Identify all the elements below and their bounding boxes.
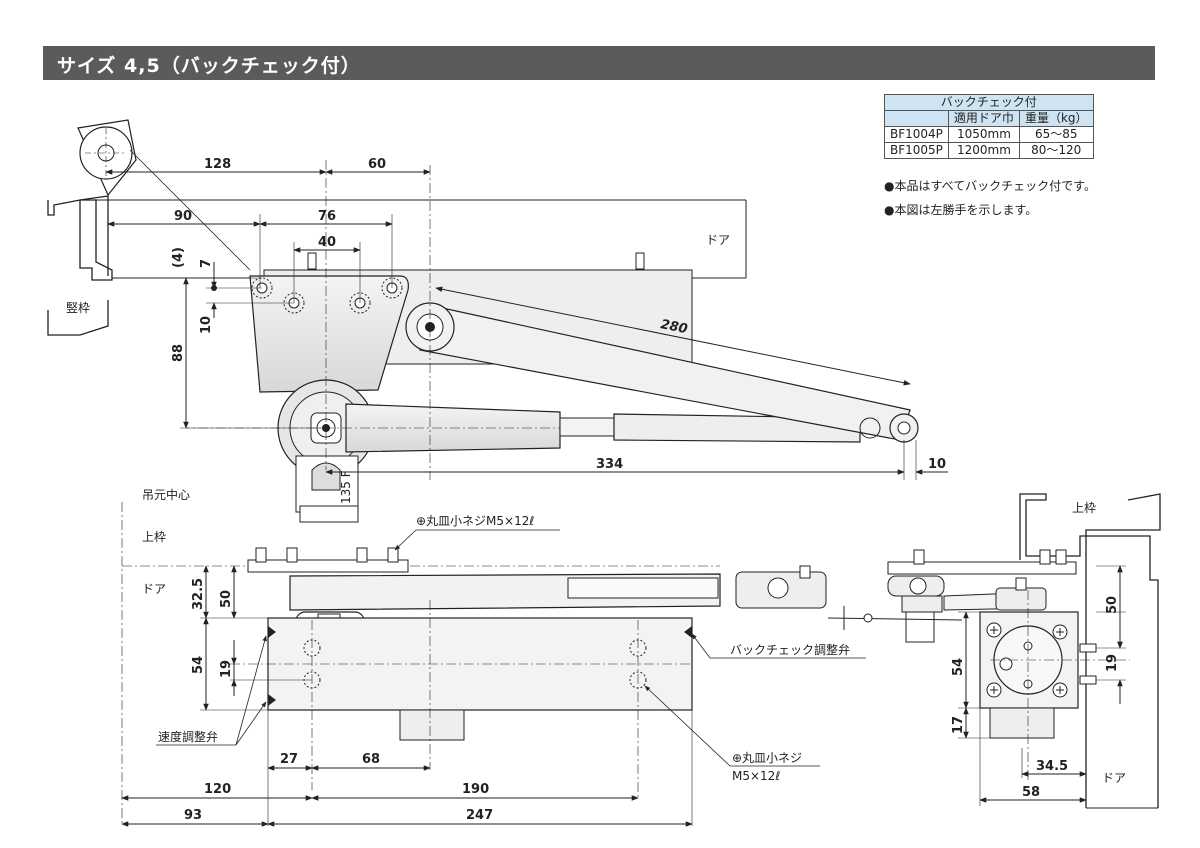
dim-label: 88 [171, 344, 186, 362]
dim-front-vertical: 32.5 50 54 19 [191, 565, 237, 711]
dim-128-60: 128 60 [105, 157, 431, 175]
arm-rod [559, 417, 615, 437]
side-view: 上枠 ドア [827, 493, 1161, 809]
section-title: サイズ 4,5（バックチェック付） [57, 55, 361, 77]
table-row: BF1005P 1200mm 80〜120 [884, 142, 1094, 159]
dim-label: 50 [1105, 596, 1120, 614]
table-row: BF1004P 1050mm 65〜85 [884, 126, 1094, 143]
bullet-icon: ● [884, 203, 895, 217]
door-label: ドア [1102, 771, 1126, 785]
dim-front-horizontal: 27 68 120 190 93 247 [121, 752, 693, 827]
spec-table: バックチェック付 適用ドア巾 重量（kg） BF1004P 1050mm 65〜… [884, 94, 1094, 159]
dim-label: 90 [174, 209, 192, 224]
vertical-frame [47, 199, 113, 336]
speed-valve-label: 速度調整弁 [158, 729, 218, 744]
dim-label: 76 [318, 209, 336, 224]
dim-label: 10 [199, 316, 214, 334]
dim-label: 190 [462, 782, 489, 797]
dim-label: 19 [219, 660, 234, 678]
door-label: ドア [706, 233, 730, 247]
dim-side: 50 19 54 17 34.5 58 [951, 565, 1126, 806]
body-bottom-block [399, 709, 465, 741]
weight-cell: 80〜120 [1018, 142, 1094, 159]
dim-label: 120 [204, 782, 231, 797]
dim-label: 54 [951, 658, 966, 676]
spec-table-title: バックチェック付 [884, 94, 1094, 111]
note-2: ●本図は左勝手を示します。 [884, 201, 1037, 218]
dim-label: 54 [191, 656, 206, 674]
dim-label: 27 [280, 752, 298, 767]
bracket [249, 275, 409, 393]
dim-label: 334 [596, 457, 623, 472]
dim-label: 60 [368, 157, 386, 172]
note-text: 本図は左勝手を示します。 [894, 203, 1038, 217]
frame-label: 竪枠 [66, 301, 90, 315]
top-view: 竪枠 ドア [47, 119, 948, 523]
bullet-icon: ● [884, 179, 895, 193]
dim-40: 40 [293, 235, 361, 303]
dim-label: 50 [219, 590, 234, 608]
dim-label: 10 [928, 457, 946, 472]
dim-label: 17 [951, 716, 966, 734]
dim-label: 19 [1105, 654, 1120, 672]
note-text: 本品はすべてバックチェック付です。 [894, 179, 1096, 193]
dim-label: 68 [362, 752, 380, 767]
dim-label: 40 [318, 235, 336, 250]
dim-label: 34.5 [1036, 759, 1068, 774]
screw-icon [255, 547, 399, 563]
dim-label: 128 [204, 157, 231, 172]
side-plate [887, 561, 1077, 575]
screw-top-label: ⊕丸皿小ネジM5×12ℓ [416, 514, 534, 528]
dim-vertical-left: (4) 7 10 88 [171, 247, 326, 429]
dim-label: 32.5 [191, 578, 206, 610]
dim-label: 280 [659, 317, 689, 337]
screw-bottom-label-1: ⊕丸皿小ネジ [732, 751, 802, 765]
door-label: ドア [142, 582, 166, 596]
screw-bottom-label-2: M5×12ℓ [732, 769, 780, 783]
screw-icon [913, 549, 1067, 565]
dim-90-76: 90 76 [107, 209, 393, 288]
dim-334: 334 10 [325, 440, 948, 480]
dim-label: 7 [199, 259, 214, 268]
screw-icon [986, 622, 1097, 698]
dim-label: (4) [171, 247, 186, 268]
stamp-label: 135 F [339, 470, 353, 504]
backcheck-valve-label: バックチェック調整弁 [730, 642, 850, 657]
width-cell: 1200mm [947, 142, 1020, 159]
front-plate [247, 559, 409, 573]
weight-cell: 65〜85 [1018, 126, 1094, 143]
front-view: 吊元中心 上枠 ドア [121, 487, 866, 827]
dim-label: 93 [184, 808, 202, 823]
width-cell: 1050mm [947, 126, 1020, 143]
upper-frame-label: 上枠 [142, 530, 166, 544]
upper-frame-label: 上枠 [1072, 501, 1096, 515]
section-header: サイズ 4,5（バックチェック付） [43, 46, 1155, 80]
spec-table-title-row: バックチェック付 [884, 94, 1094, 111]
hinge-center-label: 吊元中心 [142, 487, 190, 502]
dim-280: 280 [435, 286, 911, 386]
model-cell: BF1005P [884, 142, 949, 159]
dim-label: 247 [466, 808, 493, 823]
dim-label: 58 [1022, 785, 1040, 800]
note-1: ●本品はすべてバックチェック付です。 [884, 177, 1096, 194]
upper-frame-profile [1019, 493, 1161, 808]
